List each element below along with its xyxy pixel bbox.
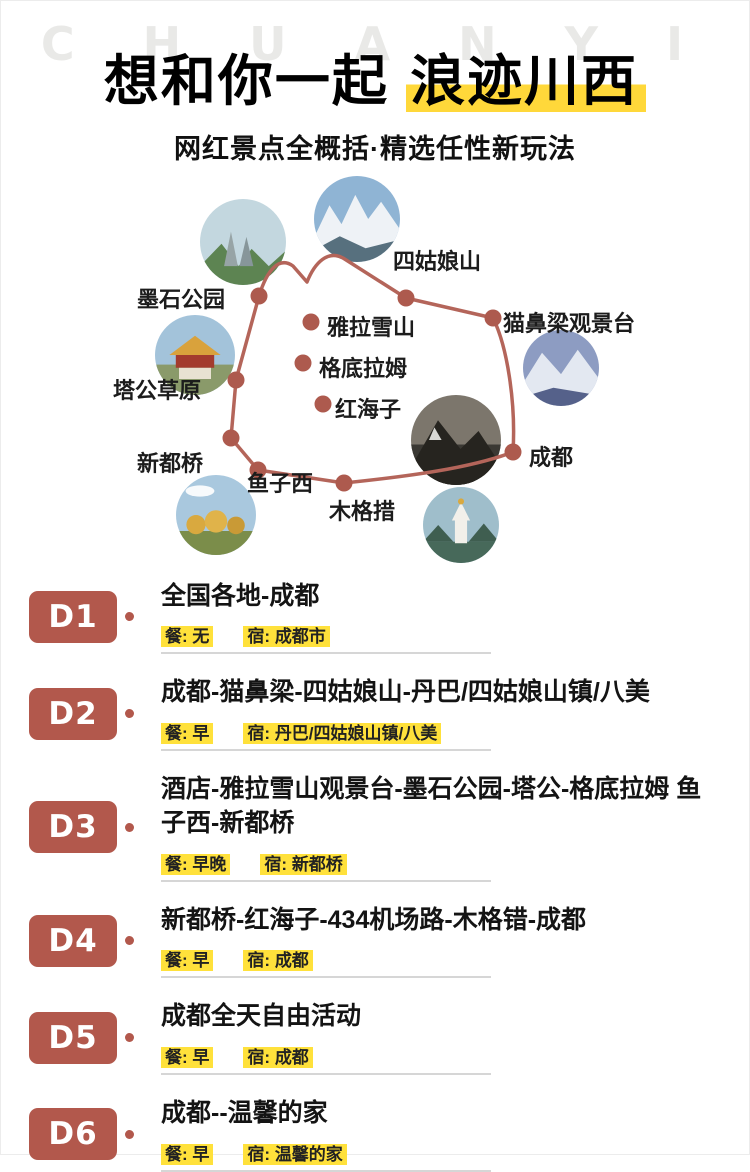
page-title: 想和你一起 浪迹川西 xyxy=(1,50,749,112)
photo-siguniangshan xyxy=(314,175,400,262)
map-label-chengdu: 成都 xyxy=(529,444,574,470)
badge-col: D1 xyxy=(29,590,141,643)
title-highlight: 浪迹川西 xyxy=(406,50,647,112)
day-badge-d2: D2 xyxy=(29,687,117,740)
mountain-photo-icon xyxy=(314,175,400,262)
day-badge-d1: D1 xyxy=(29,590,117,643)
autumn-photo-icon xyxy=(176,474,256,555)
stay-info: 宿: 温馨的家 xyxy=(243,1143,347,1165)
timeline-dot xyxy=(125,1129,134,1139)
day-meta: 餐: 早 宿: 温馨的家 xyxy=(161,1140,491,1172)
day-title: 新都桥-红海子-434机场路-木格错-成都 xyxy=(161,905,587,934)
meal-info: 餐: 早 xyxy=(161,950,214,972)
day-meta: 餐: 早 宿: 成都 xyxy=(161,946,491,979)
day-title: 酒店-雅拉雪山观景台-墨石公园-塔公-格底拉姆 鱼子西-新都桥 xyxy=(161,775,702,837)
temple-photo-icon xyxy=(155,314,235,395)
meal-info: 餐: 无 xyxy=(161,626,214,648)
stay-info: 宿: 成都 xyxy=(243,950,313,972)
photo-moshigongyuan xyxy=(200,198,286,285)
meal-info: 餐: 早 xyxy=(161,1047,214,1068)
stay-info: 宿: 新都桥 xyxy=(260,853,347,875)
stay-info: 宿: 丹巴/四姑娘山镇/八美 xyxy=(243,723,442,744)
day-row-d6: D6 成都--温馨的家 餐: 早 宿: 温馨的家 xyxy=(29,1097,721,1172)
day-title: 成都--温馨的家 xyxy=(161,1099,328,1127)
route-overlay xyxy=(222,253,522,491)
dark-peak-photo-icon xyxy=(411,394,501,485)
day-title: 成都-猫鼻梁-四姑娘山-丹巴/四姑娘山镇/八美 xyxy=(161,678,650,707)
badge-col: D2 xyxy=(29,687,141,740)
timeline-dot xyxy=(125,822,134,832)
day-meta: 餐: 无 宿: 成都市 xyxy=(161,622,491,655)
day-badge-d5: D5 xyxy=(29,1011,117,1064)
day-meta: 餐: 早 宿: 丹巴/四姑娘山镇/八美 xyxy=(161,719,491,751)
route-stop-dots xyxy=(222,287,522,491)
day-title: 成都全天自由活动 xyxy=(161,1002,362,1031)
timeline-dot xyxy=(125,612,134,622)
day-row-d1: D1 全国各地-成都 餐: 无 宿: 成都市 xyxy=(29,580,721,655)
header: 想和你一起 浪迹川西 网红景点全概括·精选任性新玩法 xyxy=(1,1,749,166)
day-content: 成都全天自由活动 餐: 早 宿: 成都 xyxy=(141,1000,721,1075)
day-row-d3: D3 酒店-雅拉雪山观景台-墨石公园-塔公-格底拉姆 鱼子西-新都桥 餐: 早晚… xyxy=(29,773,721,882)
meal-info: 餐: 早 xyxy=(161,723,214,744)
photo-chengdu xyxy=(411,394,501,485)
day-badge-d4: D4 xyxy=(29,914,117,967)
day-content: 全国各地-成都 餐: 无 宿: 成都市 xyxy=(141,580,721,655)
map-label-yalaxueshan: 雅拉雪山 xyxy=(327,314,416,340)
day-row-d2: D2 成都-猫鼻梁-四姑娘山-丹巴/四姑娘山镇/八美 餐: 早 宿: 丹巴/四姑娘… xyxy=(29,676,721,751)
day-row-d4: D4 新都桥-红海子-434机场路-木格错-成都 餐: 早 宿: 成都 xyxy=(29,904,721,979)
photo-maobiliang xyxy=(523,329,599,406)
day-meta: 餐: 早 宿: 成都 xyxy=(161,1043,491,1075)
route-path xyxy=(229,253,516,485)
map-label-maobiliang: 猫鼻梁观景台 xyxy=(503,310,636,336)
day-content: 酒店-雅拉雪山观景台-墨石公园-塔公-格底拉姆 鱼子西-新都桥 餐: 早晚 宿: … xyxy=(141,773,721,882)
stone-park-photo-icon xyxy=(200,198,286,285)
timeline-dot xyxy=(125,1033,134,1043)
photo-tagongcaoyuan xyxy=(155,314,235,395)
day-row-d5: D5 成都全天自由活动 餐: 早 宿: 成都 xyxy=(29,1000,721,1075)
day-badge-d3: D3 xyxy=(29,801,117,854)
day-title: 全国各地-成都 xyxy=(161,581,320,610)
page-subtitle: 网红景点全概括·精选任性新玩法 xyxy=(174,133,576,164)
map-label-yuzixi: 鱼子西 xyxy=(247,470,314,496)
map-label-honghaizi: 红海子 xyxy=(335,396,402,422)
photo-xinduqiao xyxy=(176,474,256,555)
snow-mountain-photo-icon xyxy=(523,329,599,406)
badge-col: D6 xyxy=(29,1108,141,1161)
day-meta: 餐: 早晚 宿: 新都桥 xyxy=(161,850,491,882)
day-badge-d6: D6 xyxy=(29,1108,117,1161)
timeline-dot xyxy=(125,709,134,719)
map-label-mugecuo: 木格措 xyxy=(329,498,396,524)
title-prefix: 想和你一起 xyxy=(103,50,389,112)
map-label-tagongcaoyuan: 塔公草原 xyxy=(113,377,202,403)
map-label-moshigongyuan: 墨石公园 xyxy=(137,286,226,312)
map-label-xinduqiao: 新都桥 xyxy=(137,450,204,476)
badge-col: D5 xyxy=(29,1011,141,1064)
timeline-dot xyxy=(125,936,134,946)
badge-col: D4 xyxy=(29,914,141,967)
badge-col: D3 xyxy=(29,801,141,854)
stupa-photo-icon xyxy=(423,486,499,563)
route-map: 四姑娘山 墨石公园 猫鼻梁观景台 雅拉雪山 格底拉姆 红海子 塔公草原 成都 新… xyxy=(1,170,750,570)
stay-info: 宿: 成都市 xyxy=(243,626,330,648)
meal-info: 餐: 早 xyxy=(161,1143,214,1165)
meal-info: 餐: 早晚 xyxy=(161,853,231,875)
map-label-siguniangshan: 四姑娘山 xyxy=(393,248,482,274)
photo-mugecuo xyxy=(423,486,499,563)
day-content: 成都--温馨的家 餐: 早 宿: 温馨的家 xyxy=(141,1097,721,1172)
day-content: 新都桥-红海子-434机场路-木格错-成都 餐: 早 宿: 成都 xyxy=(141,904,721,979)
day-content: 成都-猫鼻梁-四姑娘山-丹巴/四姑娘山镇/八美 餐: 早 宿: 丹巴/四姑娘山镇/… xyxy=(141,676,721,751)
map-label-gedilamu: 格底拉姆 xyxy=(319,355,408,381)
itinerary-list: D1 全国各地-成都 餐: 无 宿: 成都市 D2 成都-猫鼻梁-四姑娘山-丹巴/… xyxy=(1,570,749,1172)
stay-info: 宿: 成都 xyxy=(243,1047,313,1068)
